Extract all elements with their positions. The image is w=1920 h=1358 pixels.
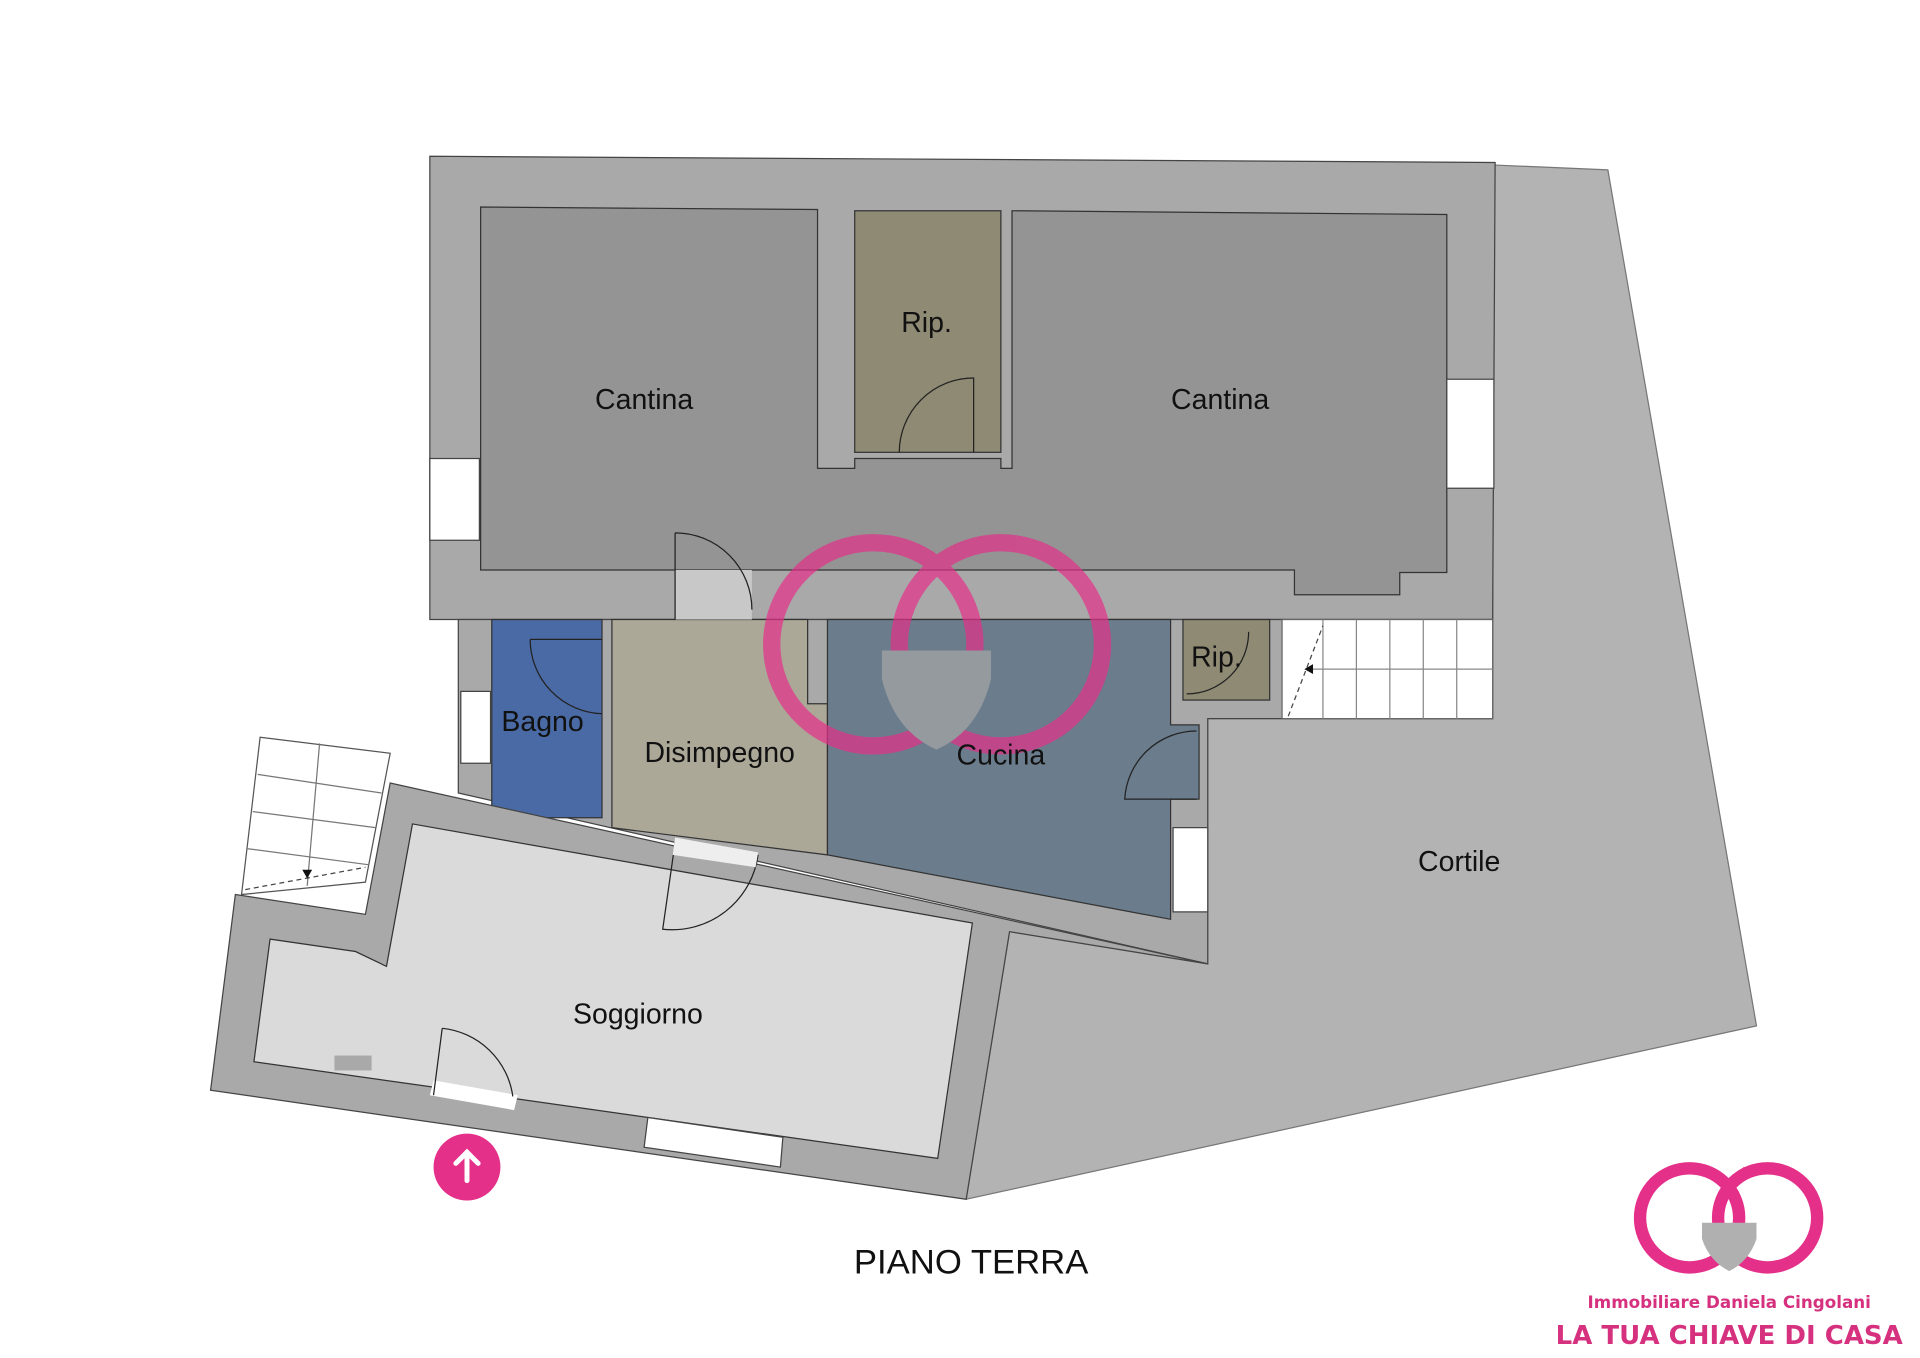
room-rip-top <box>854 210 1002 453</box>
watermark-logo <box>763 534 1112 755</box>
room-label-soggiorno: Soggiorno <box>573 998 703 1030</box>
stairs-left <box>240 736 391 896</box>
window <box>429 457 480 541</box>
room-rip-small <box>1182 618 1271 701</box>
entrance-marker <box>433 1133 501 1201</box>
room-soggiorno <box>253 823 974 1160</box>
door-swing <box>674 532 753 620</box>
room-label-disimpegno: Disimpegno <box>644 737 794 769</box>
room-label-cucina: Cucina <box>957 739 1046 771</box>
window <box>643 1116 784 1168</box>
arrow-up-icon <box>453 1148 481 1184</box>
door-swing <box>1124 730 1197 800</box>
stairs-right <box>1281 618 1494 720</box>
brand-logo <box>1633 1162 1824 1274</box>
door-swing <box>898 377 975 453</box>
doorway <box>675 569 752 620</box>
door-swing <box>529 638 603 715</box>
doorway <box>672 837 759 868</box>
window <box>1172 827 1209 913</box>
wall-notch <box>334 1055 372 1071</box>
door-swing <box>662 842 759 931</box>
door-swing <box>1186 631 1250 695</box>
room-label-cortile: Cortile <box>1418 846 1500 878</box>
window <box>460 690 492 764</box>
plan-title: PIANO TERRA <box>854 1244 1089 1282</box>
brand-name: Immobiliare Daniela Cingolani <box>1588 1292 1871 1312</box>
entrance-doorway <box>429 1080 518 1111</box>
room-label-rip-small: Rip. <box>1191 642 1242 674</box>
room-label-cantina-left: Cantina <box>595 384 693 416</box>
room-label-bagno: Bagno <box>501 706 583 738</box>
door-swing <box>432 1027 514 1097</box>
brand-slogan: LA TUA CHIAVE DI CASA <box>1556 1321 1903 1351</box>
room-label-cantina-right: Cantina <box>1171 384 1269 416</box>
room-cantina <box>480 206 1448 596</box>
window <box>1446 378 1495 489</box>
room-label-rip-top: Rip. <box>901 307 952 339</box>
